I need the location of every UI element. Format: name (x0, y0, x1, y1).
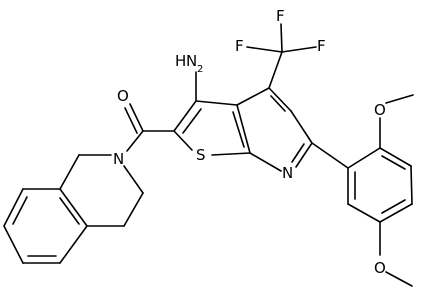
bond-ch2a-c8a (59, 154, 80, 190)
fluorine-label-1: F (235, 37, 244, 55)
methoxy-oxygen-label-2: O (374, 259, 386, 277)
bond-o1-me (385, 94, 414, 104)
bond-c8-c7-inner (12, 196, 28, 225)
bond-c7-c6 (3, 225, 24, 264)
bond-c6-aryl (311, 142, 349, 169)
atom-labels: H N 2 F F F O N S N O O (113, 7, 386, 277)
amine-h-label: H (175, 52, 186, 70)
bond-ar2-ar3 (379, 147, 412, 167)
bond-c8-c7 (3, 188, 24, 227)
bond-c4-cf3 (268, 51, 283, 89)
bond-c6-n7 (295, 142, 313, 168)
bond-cf3-f1 (246, 46, 283, 53)
bond-c4-c5 (268, 87, 292, 112)
bond-c3a-c3 (195, 100, 238, 106)
bond-n-ch2-b (123, 165, 144, 194)
bond-c4a-c8a-inner (59, 197, 80, 225)
bond-ch2b-ch2c (123, 192, 144, 227)
bond-c2-s1 (173, 130, 193, 151)
bond-ar1-ar2 (347, 147, 381, 169)
bond-c3-c2-inner (182, 108, 202, 134)
bond-ar2-ar3-inner (381, 155, 406, 170)
bond-c3-c2 (173, 100, 197, 132)
bond-c4-c5-inner (270, 95, 286, 112)
methoxy-oxygen-label-1: O (374, 101, 386, 119)
bond-c7a-c3a (236, 104, 251, 154)
bonds (3, 23, 414, 287)
fluorine-label-3: F (317, 37, 326, 55)
carbonyl-oxygen-label: O (117, 87, 129, 105)
bond-ar5-ar6 (347, 203, 381, 223)
bond-c5-c6 (290, 110, 313, 144)
bond-carbonyl-n (126, 130, 144, 152)
bond-c7a-c3a-inner (232, 111, 245, 148)
bond-carbonyl-o (129, 103, 144, 132)
bond-c4a-c8a (59, 188, 88, 227)
amine-subscript-label: 2 (197, 64, 203, 75)
bond-cf3-f3 (281, 46, 317, 53)
bond-carbonyl-o-inner (124, 107, 138, 134)
bond-c6-n7-inner (291, 143, 305, 163)
bond-n7-c7a (249, 152, 282, 172)
fluorine-label-2: F (276, 7, 285, 25)
bond-s1-c7a (211, 152, 251, 156)
pyridine-nitrogen-label: N (282, 164, 293, 182)
sulfur-label: S (196, 146, 206, 164)
bond-o2-me (385, 271, 413, 287)
amide-nitrogen-label: N (113, 150, 124, 168)
bond-c5-c4a (59, 225, 88, 264)
bond-ar3-ar4 (410, 165, 413, 205)
amine-n-label: N (186, 52, 197, 70)
bond-c3a-c4 (236, 87, 270, 106)
bond-cf3-f2 (280, 23, 283, 53)
bond-ar4-ar5-inner (381, 199, 406, 214)
bond-ar4-ar5 (379, 203, 413, 223)
